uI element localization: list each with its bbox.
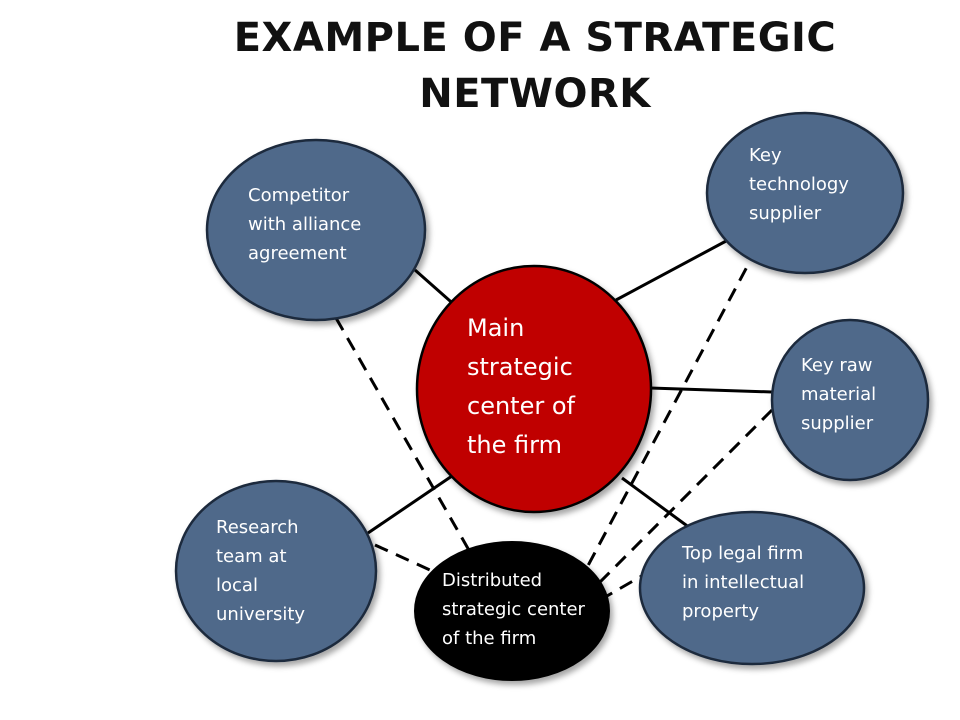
solid-edge-research (367, 474, 453, 535)
distributed-label: Distributed strategic center of the firm (442, 570, 585, 649)
competitor-label: Competitor with alliance agreement (248, 185, 362, 264)
solid-edge-key-tech (615, 238, 729, 302)
node-legal (638, 510, 866, 666)
node-key-tech (705, 111, 905, 275)
node-main-center (415, 264, 653, 514)
key-raw-label: Key raw material supplier (801, 355, 877, 434)
main-label: Main strategic center of the firm (467, 314, 575, 459)
slide-title: EXAMPLE OF A STRATEGIC NETWORK (233, 15, 837, 117)
node-key-raw (770, 318, 930, 482)
legal-label: Top legal firm in intellectual property (682, 543, 805, 622)
dashed-edge-key-tech (581, 247, 759, 576)
research-label: Research team at local university (216, 517, 306, 625)
solid-edge-key-raw (649, 386, 773, 394)
key-tech-label: Key technology supplier (749, 145, 849, 224)
node-distributed-center (414, 541, 610, 681)
solid-edge-legal (621, 476, 691, 530)
dashed-edge-key-raw (590, 408, 774, 592)
dashed-edge-research (374, 543, 431, 572)
node-research (174, 479, 378, 663)
node-competitor (205, 138, 427, 322)
